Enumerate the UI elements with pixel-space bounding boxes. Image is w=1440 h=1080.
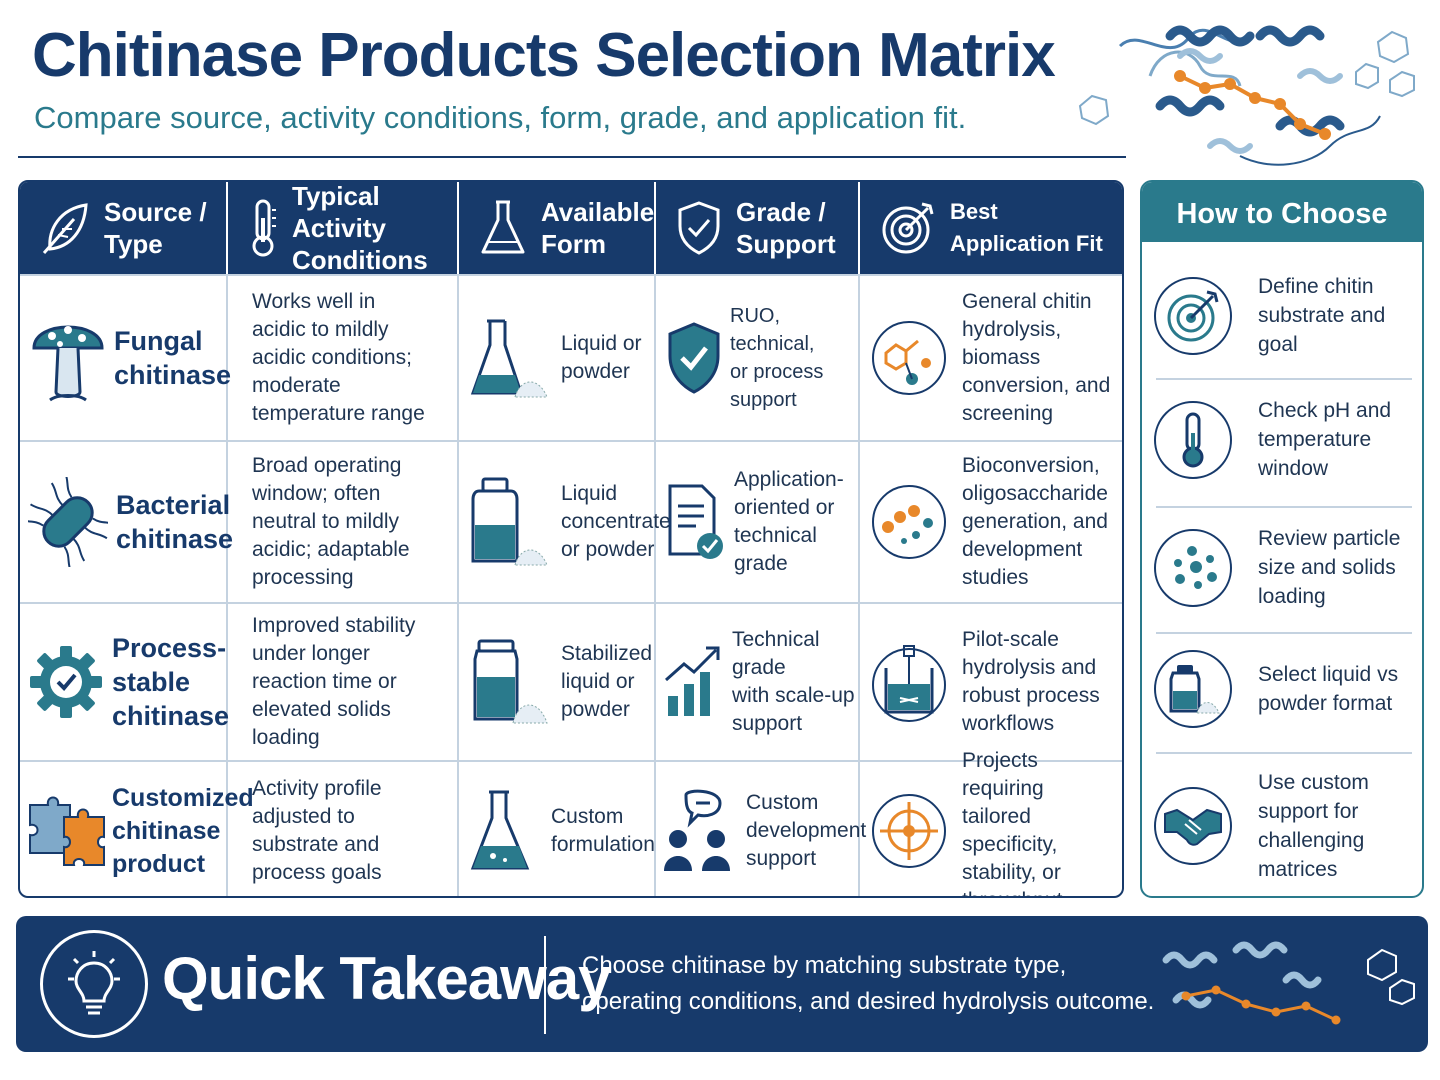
leaf-icon <box>42 203 88 254</box>
growth-chart-icon <box>665 646 720 716</box>
reactor-icon <box>872 645 946 722</box>
shield-check-icon <box>678 201 720 255</box>
side-panel-title: How to Choose <box>1142 182 1422 242</box>
protein-structure-illustration <box>1078 25 1415 166</box>
bottle-powder-icon <box>471 477 548 566</box>
protein-structure-illustration <box>1162 941 1415 1025</box>
header-fit: Best Application Fit <box>860 182 1122 274</box>
puzzle-icon <box>29 796 105 866</box>
target-icon <box>1167 290 1219 341</box>
header-source: Source /Type <box>20 182 228 274</box>
thermometer-icon <box>1182 412 1204 467</box>
step-divider <box>1156 378 1412 380</box>
page-subtitle: Compare source, activity conditions, for… <box>34 100 967 135</box>
jar-powder-icon <box>473 639 548 724</box>
takeaway-text: Choose chitinase by matching substrate t… <box>582 952 1155 1015</box>
step-divider <box>1156 506 1412 508</box>
takeaway-divider <box>544 936 546 1034</box>
particles-icon <box>1174 545 1217 589</box>
shield-check-icon <box>668 322 720 394</box>
bacterium-icon <box>28 477 108 567</box>
oligosaccharide-icon <box>872 485 946 559</box>
step-divider <box>1156 752 1412 754</box>
gear-check-icon <box>30 646 102 718</box>
takeaway-title: Quick Takeaway <box>162 945 611 1012</box>
title-divider <box>18 156 1126 158</box>
document-check-icon <box>668 484 723 559</box>
lightbulb-icon <box>68 951 120 1015</box>
crosshair-icon <box>872 794 946 868</box>
quick-takeaway-banner: Quick Takeaway Choose chitinase by match… <box>16 916 1428 1052</box>
header-grade: Grade /Support <box>656 182 860 274</box>
page-title: Chitinase Products Selection Matrix <box>32 21 1056 90</box>
molecule-icon <box>872 321 946 395</box>
thermometer-icon <box>252 199 276 257</box>
flask-icon <box>481 200 525 254</box>
target-icon <box>882 202 934 254</box>
mushroom-icon <box>32 325 104 402</box>
flask-icon <box>470 790 530 870</box>
bottle-powder-icon <box>1169 665 1220 714</box>
consultation-icon <box>664 789 730 871</box>
flask-powder-icon <box>470 319 548 398</box>
step-divider <box>1156 632 1412 634</box>
handshake-icon <box>1164 808 1222 846</box>
